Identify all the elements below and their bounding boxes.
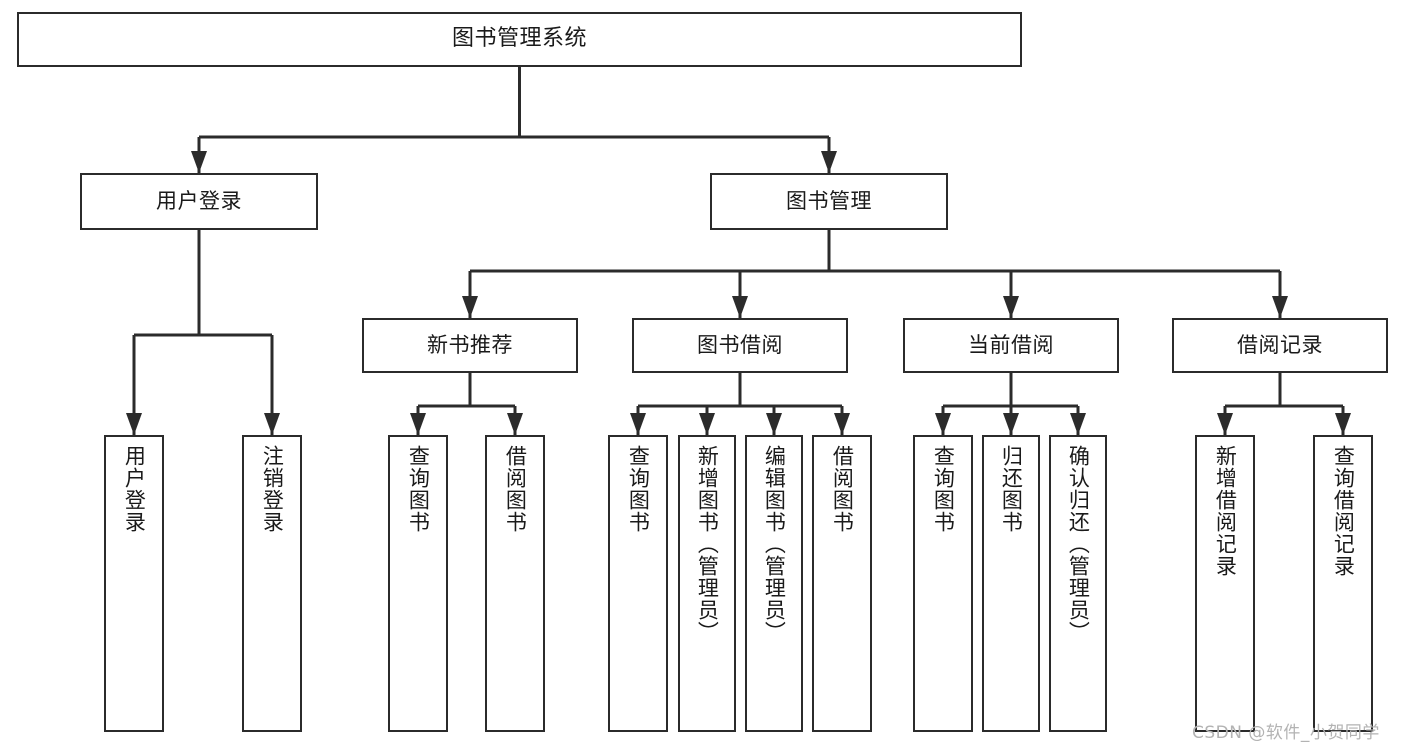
arrowhead-l-bbook2	[834, 413, 850, 435]
arrowhead-l-bbook1	[507, 413, 523, 435]
node-label: 用户登录	[122, 445, 147, 533]
node-l-qbook1[interactable]: 查询图书	[388, 435, 448, 732]
node-bookmgmt[interactable]: 图书管理	[710, 173, 948, 230]
arrowhead-l-userlogin	[126, 413, 142, 435]
arrowhead-l-logout	[264, 413, 280, 435]
node-l-qbook2[interactable]: 查询图书	[608, 435, 668, 732]
arrowhead-l-qrec	[1335, 413, 1351, 435]
node-login[interactable]: 用户登录	[80, 173, 318, 230]
node-l-qrec[interactable]: 查询借阅记录	[1313, 435, 1373, 732]
arrowhead-l-return	[1003, 413, 1019, 435]
node-records[interactable]: 借阅记录	[1172, 318, 1388, 373]
arrowhead-l-qbook2	[630, 413, 646, 435]
node-label: 图书管理	[786, 188, 872, 213]
node-l-bbook2[interactable]: 借阅图书	[812, 435, 872, 732]
arrowhead-l-editbook	[766, 413, 782, 435]
node-root[interactable]: 图书管理系统	[17, 12, 1022, 67]
node-l-confirm[interactable]: 确认归还（管理员）	[1049, 435, 1107, 732]
arrowhead-l-addrec	[1217, 413, 1233, 435]
arrowhead-l-addbook	[699, 413, 715, 435]
arrowhead-l-qbook3	[935, 413, 951, 435]
node-label: 编辑图书（管理员）	[762, 445, 787, 643]
node-l-qbook3[interactable]: 查询图书	[913, 435, 973, 732]
node-label: 归还图书	[999, 445, 1024, 533]
node-borrow[interactable]: 图书借阅	[632, 318, 848, 373]
node-label: 用户登录	[156, 188, 242, 213]
arrowhead-current	[1003, 296, 1019, 318]
arrowhead-borrow	[732, 296, 748, 318]
node-label: 新增图书（管理员）	[695, 445, 720, 643]
node-l-userlogin[interactable]: 用户登录	[104, 435, 164, 732]
node-l-return[interactable]: 归还图书	[982, 435, 1040, 732]
node-label: 注销登录	[260, 445, 285, 533]
node-label: 借阅图书	[830, 445, 855, 533]
node-newbooks[interactable]: 新书推荐	[362, 318, 578, 373]
arrowhead-l-qbook1	[410, 413, 426, 435]
node-label: 借阅记录	[1237, 332, 1323, 357]
node-label: 查询图书	[931, 445, 956, 533]
node-label: 借阅图书	[503, 445, 528, 533]
node-label: 确认归还（管理员）	[1066, 445, 1091, 643]
node-l-logout[interactable]: 注销登录	[242, 435, 302, 732]
node-l-addrec[interactable]: 新增借阅记录	[1195, 435, 1255, 732]
arrowhead-login	[191, 151, 207, 173]
node-l-editbook[interactable]: 编辑图书（管理员）	[745, 435, 803, 732]
node-label: 查询借阅记录	[1331, 445, 1356, 577]
node-label: 查询图书	[626, 445, 651, 533]
arrowhead-newbooks	[462, 296, 478, 318]
node-label: 图书管理系统	[451, 26, 587, 52]
arrowhead-records	[1272, 296, 1288, 318]
node-l-addbook[interactable]: 新增图书（管理员）	[678, 435, 736, 732]
node-label: 查询图书	[406, 445, 431, 533]
arrowhead-l-confirm	[1070, 413, 1086, 435]
node-label: 当前借阅	[968, 332, 1054, 357]
arrowhead-bookmgmt	[821, 151, 837, 173]
node-label: 新书推荐	[427, 332, 513, 357]
node-current[interactable]: 当前借阅	[903, 318, 1119, 373]
node-label: 新增借阅记录	[1213, 445, 1238, 577]
node-label: 图书借阅	[697, 332, 783, 357]
node-l-bbook1[interactable]: 借阅图书	[485, 435, 545, 732]
